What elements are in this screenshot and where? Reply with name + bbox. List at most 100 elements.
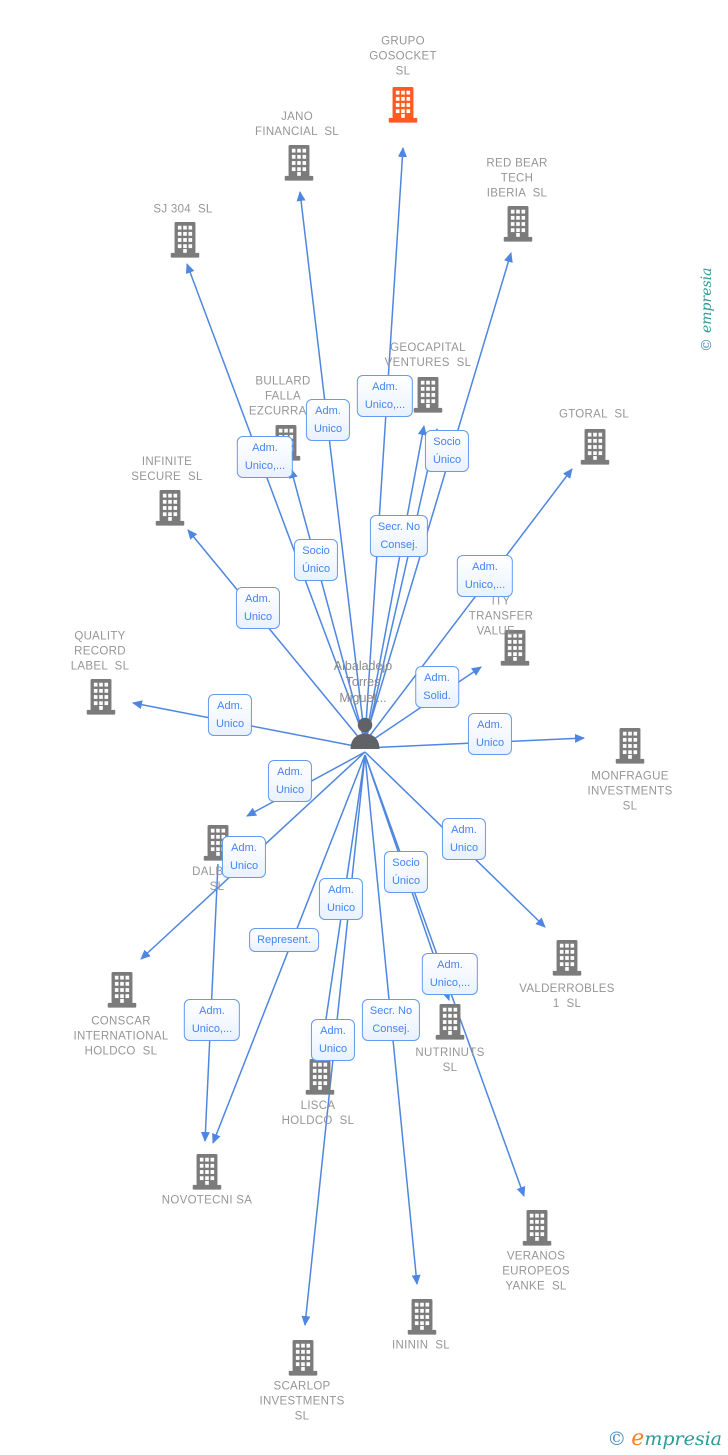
relationship-edge (364, 252, 513, 741)
label-line: Unico (475, 737, 505, 749)
label-line: VALDERROBLES (519, 983, 615, 995)
label-line: Único (301, 563, 331, 575)
edge-label-adm-unico[interactable]: Adm. Unico (305, 399, 351, 441)
company-node-jano-financial[interactable] (280, 143, 318, 183)
label-line: Adm. (477, 719, 503, 731)
company-node-sj-304[interactable] (166, 220, 204, 260)
label-line: Unico (313, 423, 343, 435)
label-line: Secr. No (377, 521, 421, 533)
label-line: VENTURES SL (384, 357, 472, 369)
label-line: 1 SL (552, 998, 582, 1010)
label-line: Unico (275, 784, 305, 796)
company-node-valderrobles-1[interactable] (548, 938, 586, 978)
company-node-grupo-gosocket[interactable] (384, 85, 422, 125)
label-line: SL (622, 800, 638, 813)
company-node-red-bear-tech-iberia[interactable] (499, 204, 537, 244)
label-line: EZCURRA... (248, 405, 318, 418)
company-node-geocapital-ventures[interactable] (409, 375, 447, 415)
person-icon (347, 717, 383, 749)
edge-label-adm-unico[interactable]: Adm. Unico,... (456, 555, 514, 597)
label-line: IBERIA SL (486, 187, 548, 200)
label-line: Secr. No (369, 1005, 413, 1017)
label-line: SL (395, 65, 411, 78)
label-line: Socio (392, 857, 420, 869)
company-node-lisca-holdco[interactable] (301, 1057, 339, 1097)
label-line: Único (432, 454, 462, 466)
label-line: SCARLOP (273, 1380, 331, 1393)
label-line: Adm. (231, 842, 257, 854)
relationship-edge (364, 425, 427, 743)
label-line: FINANCIAL SL (255, 126, 339, 138)
edge-label-adm-unico[interactable]: Adm.Unico (235, 587, 281, 629)
building-icon (548, 938, 586, 978)
edge-label-represent[interactable]: Represent. (249, 928, 319, 952)
company-label-novotecni: NOVOTECNI SA (162, 1194, 253, 1209)
building-icon (103, 970, 141, 1010)
relationship-edge (364, 428, 440, 746)
label-line: HOLDCO SL (281, 1115, 355, 1127)
label-line: Adm. (437, 959, 463, 971)
label-line: GRUPO (381, 35, 425, 48)
company-node-infinite-secure[interactable] (151, 488, 189, 528)
company-node-monfrague-investments[interactable] (611, 726, 649, 766)
company-node-conscar-international-holdco[interactable] (103, 970, 141, 1010)
company-node-novotecni[interactable] (188, 1152, 226, 1192)
edge-label-adm-unico[interactable]: Adm.Unico (267, 760, 313, 802)
label-line: Unico,... (464, 579, 506, 591)
label-line: MONFRAGUE (591, 770, 669, 783)
company-node-nutrinuts[interactable] (431, 1002, 469, 1042)
person-node[interactable] (347, 717, 383, 749)
label-line: LISCA (300, 1100, 336, 1112)
label-line: Unico,... (429, 977, 471, 989)
edge-label-adm-unico[interactable]: Adm. Unico (467, 713, 513, 755)
label-line: SJ 304 SL (153, 203, 213, 216)
building-icon (431, 1002, 469, 1042)
label-line: LABEL SL (70, 660, 130, 673)
label-line: Represent. (257, 934, 311, 946)
label-line: Unico (215, 718, 245, 730)
label-line: Unico,... (364, 399, 406, 411)
edge-label-adm-unico[interactable]: Adm.Unico,... (236, 436, 294, 478)
edge-label-adm-unico[interactable]: Adm. Unico (221, 836, 267, 878)
edge-label-adm-unico[interactable]: Adm.Unico (318, 878, 364, 920)
company-node-scarlop-investments[interactable] (284, 1338, 322, 1378)
label-line: Unico (229, 860, 259, 872)
building-icon (280, 143, 318, 183)
label-line: VERANOS (506, 1250, 566, 1263)
label-line: Adm. (315, 405, 341, 417)
company-node-veranos-europeos-yanke[interactable] (518, 1208, 556, 1248)
label-line: JANO (281, 111, 313, 123)
edge-label-adm-unico[interactable]: Adm.Unico (207, 694, 253, 736)
company-node-ininin[interactable] (403, 1297, 441, 1337)
edge-label-adm-unico[interactable]: Adm.Unico (441, 818, 487, 860)
company-node-gtoral[interactable] (576, 427, 614, 467)
edge-label-adm-unico[interactable]: Adm. Unico,... (421, 953, 479, 995)
label-line: BULLARD (255, 375, 311, 388)
label-line: Unico (243, 611, 273, 623)
edge-label-adm-unico[interactable]: Adm.Unico (310, 1019, 356, 1061)
edge-label-adm-unico[interactable]: Adm.Unico,... (183, 999, 241, 1041)
label-line: GTORAL SL (558, 408, 630, 421)
edge-label-adm-solid[interactable]: Adm.Solid. (415, 666, 459, 708)
label-line: Adm. (472, 561, 498, 573)
empresia-logo[interactable]: ©empresia (607, 1426, 722, 1451)
label-line: NUTRINUTS (415, 1047, 485, 1059)
building-icon (409, 375, 447, 415)
company-node-quality-record-label[interactable] (82, 677, 120, 717)
edge-label-adm-unico[interactable]: Adm.Unico,... (356, 375, 414, 417)
building-icon (384, 85, 422, 125)
label-line: HOLDCO SL (84, 1045, 158, 1058)
